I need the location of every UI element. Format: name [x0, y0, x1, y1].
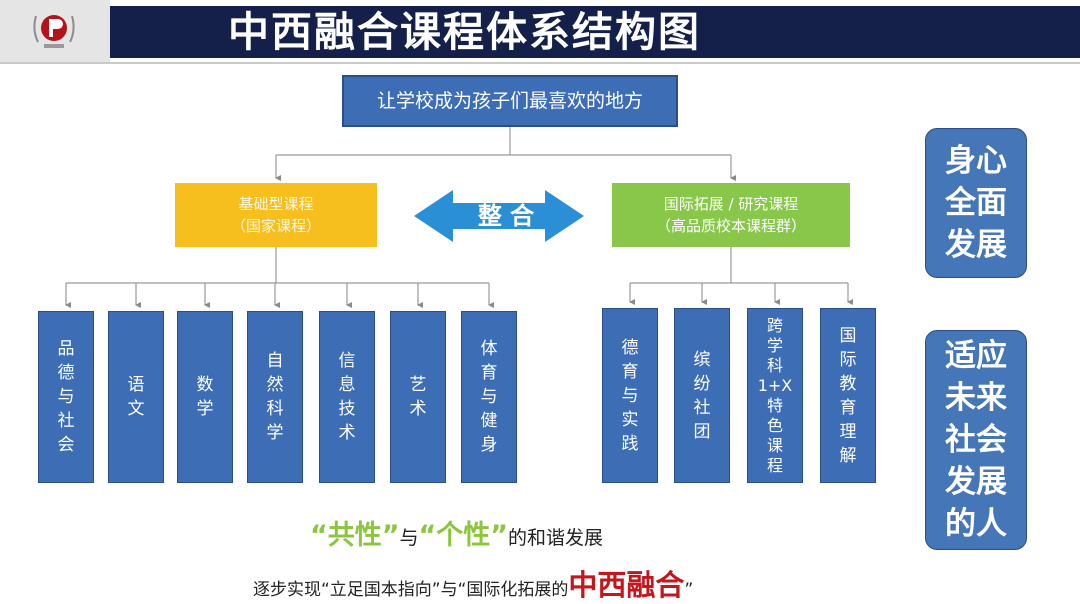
foundation-course-subtitle: （国家课程）: [230, 217, 321, 235]
leaf-chinese: 语文: [108, 311, 164, 483]
root-goal-box: 让学校成为孩子们最喜欢的地方: [342, 75, 678, 127]
international-course-subtitle: （高品质校本课程群）: [655, 217, 806, 235]
international-course-box: 国际拓展 / 研究课程 （高品质校本课程群）: [612, 183, 850, 247]
slogan-harmony: “共性”与“个性”的和谐发展: [310, 513, 603, 552]
integrate-double-arrow-icon: [414, 190, 584, 242]
goal-holistic-development: 身心全面发展: [925, 128, 1027, 278]
page-title: 中西融合课程体系结构图: [228, 8, 701, 56]
foundation-course-title: 基础型课程: [238, 195, 314, 213]
slogan-commonality: “共性”: [310, 520, 400, 551]
logo-area: [0, 0, 110, 62]
leaf-art: 艺术: [390, 311, 446, 483]
foundation-course-box: 基础型课程 （国家课程）: [175, 183, 377, 247]
leaf-natural-science: 自然科学: [247, 311, 303, 483]
leaf-pe-health: 体育与健身: [461, 311, 517, 483]
slogan-and: 与: [399, 527, 419, 549]
slogan2-suffix: ”: [684, 580, 694, 600]
leaf-math: 数学: [177, 311, 233, 483]
title-bar: [110, 6, 1080, 58]
integrate-label: 整 合: [477, 202, 535, 230]
leaf-clubs: 缤纷社团: [674, 308, 730, 483]
header: 中西融合课程体系结构图: [0, 0, 1080, 62]
header-divider: [0, 62, 1080, 64]
goal-future-adaptation: 适应未来社会发展的人: [925, 330, 1027, 550]
slogan-integration: 逐步实现“立足国本指向”与“国际化拓展的中西融合”: [253, 562, 693, 604]
leaf-moral-society: 品德与社会: [38, 311, 94, 483]
leaf-info-tech: 信息技术: [319, 311, 375, 483]
slogan-individuality: “个性”: [418, 520, 509, 551]
slogan2-prefix: 逐步实现“立足国本指向”与“国际化拓展的: [253, 580, 569, 600]
international-course-title: 国际拓展 / 研究课程: [663, 195, 799, 213]
leaf-moral-practice: 德育与实践: [602, 308, 658, 483]
slogan-tail: 的和谐发展: [508, 527, 604, 549]
school-logo-icon: [33, 15, 75, 48]
leaf-intl-understanding: 国际教育理解: [820, 308, 876, 483]
slogan2-highlight: 中西融合: [568, 568, 685, 602]
